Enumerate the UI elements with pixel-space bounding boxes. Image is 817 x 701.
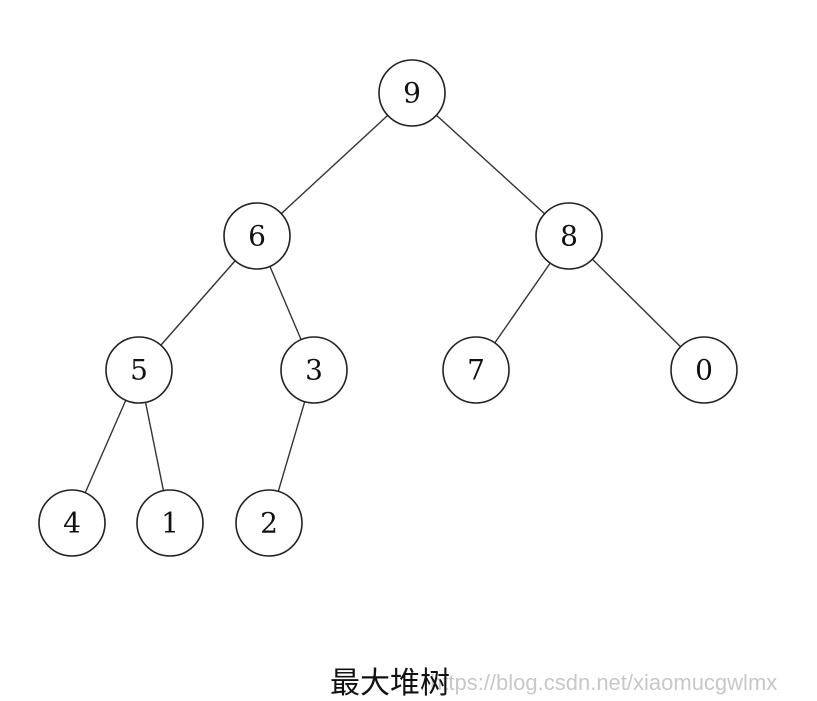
tree-node: 4 [38, 489, 106, 557]
tree-node-circle [670, 336, 738, 404]
tree-edge [494, 262, 551, 344]
tree-node-label: 7 [467, 354, 485, 387]
tree-node-circle [535, 202, 603, 270]
tree-node: 0 [670, 336, 738, 404]
tree-node-circle [105, 336, 173, 404]
tree-edge [144, 402, 165, 491]
tree-node: 1 [136, 489, 204, 557]
tree-node-circle [38, 489, 106, 557]
tree-node-label: 1 [161, 507, 179, 540]
tree-node-circle [280, 336, 348, 404]
tree-edge [435, 114, 546, 215]
tree-node-circle [223, 202, 291, 270]
tree-node-label: 9 [403, 77, 421, 110]
diagram-caption: 最大堆树 [330, 666, 450, 701]
tree-node-circle [136, 489, 204, 557]
tree-node: 2 [235, 489, 303, 557]
tree-node: 5 [105, 336, 173, 404]
tree-node-circle [235, 489, 303, 557]
tree-edge [591, 258, 682, 348]
tree-node: 8 [535, 202, 603, 270]
tree-node-label: 2 [260, 507, 278, 540]
tree-edge [277, 401, 306, 492]
tree-edge [269, 266, 302, 340]
tree-node: 6 [223, 202, 291, 270]
tree-node-circle [378, 59, 446, 127]
tree-node: 9 [378, 59, 446, 127]
tree-edge [160, 260, 236, 346]
tree-edges [84, 114, 682, 494]
tree-node: 7 [442, 336, 510, 404]
tree-node-label: 0 [695, 354, 713, 387]
tree-edge [280, 114, 389, 215]
tree-edge [84, 399, 127, 494]
tree-node-label: 6 [248, 220, 266, 253]
watermark-text: https://blog.csdn.net/xiaomucgwlmx [430, 670, 777, 695]
tree-node-label: 4 [63, 507, 81, 540]
tree-node-circle [442, 336, 510, 404]
tree-node-label: 3 [305, 354, 323, 387]
tree-node: 3 [280, 336, 348, 404]
tree-nodes: 9 6 8 5 3 7 0 4 1 2 [38, 59, 738, 557]
tree-node-label: 5 [130, 354, 148, 387]
tree-node-label: 8 [560, 220, 578, 253]
